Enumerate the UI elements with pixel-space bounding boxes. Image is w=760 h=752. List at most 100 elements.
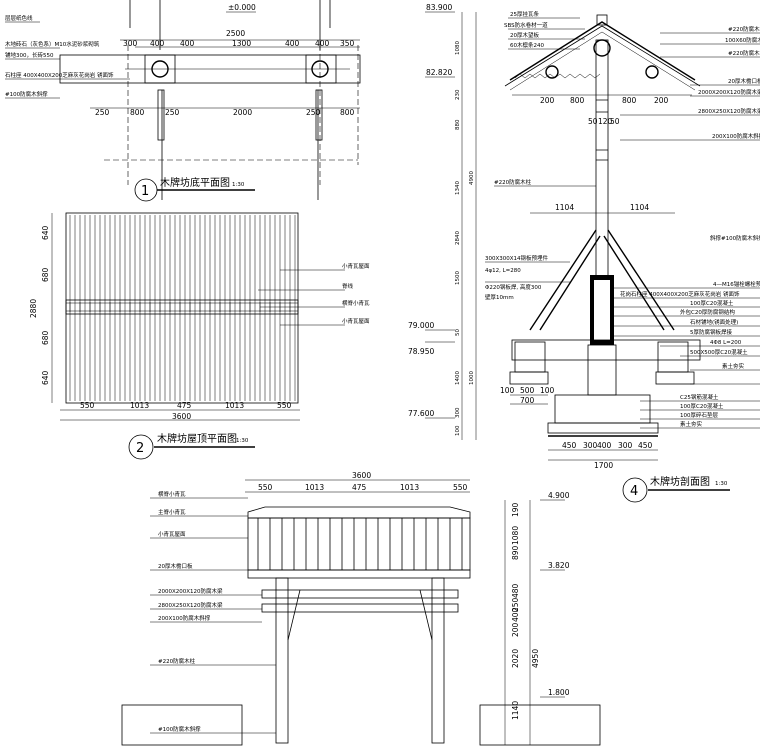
dim: 250: [306, 108, 321, 117]
dim: 1104: [630, 203, 649, 212]
elevation-label: 78.950: [408, 347, 434, 356]
label: 石材铺地(锈面处理): [690, 318, 738, 326]
label: 300X300X14钢板预埋件: [485, 254, 549, 262]
drawing-scale: 1:30: [232, 182, 245, 188]
elevation-label: 3.820: [548, 561, 570, 570]
drawing-scale: 1:30: [715, 481, 728, 487]
dim: 250: [165, 108, 180, 117]
drawing-number: 2: [136, 441, 144, 456]
dim: 400: [597, 441, 612, 450]
dim: 800: [340, 108, 355, 117]
dim: 200: [511, 622, 520, 637]
dim: 1013: [225, 401, 244, 410]
dim: 500: [520, 386, 535, 395]
note: 木地砖石（灰色系）M10水泥砂浆砌筑: [5, 40, 100, 48]
dim: 800: [570, 96, 585, 105]
dim: 475: [352, 483, 367, 492]
note: #100防腐木斜撑: [5, 90, 48, 98]
dim: 2020: [511, 649, 520, 668]
dim: 200: [540, 96, 555, 105]
dim: 50: [455, 329, 461, 336]
drawing-title: 木牌坊屋顶平面图: [157, 432, 237, 445]
label: 100厚C20混凝土: [690, 299, 734, 307]
drawing-number: 1: [141, 184, 149, 199]
elevation-label: 4.900: [548, 491, 570, 500]
dim: 450: [562, 441, 577, 450]
label: 100X60防腐木椽: [725, 36, 760, 44]
leader-label: 小青瓦屋面: [342, 317, 370, 325]
label: 4Φ8 L=200: [710, 340, 742, 346]
label: 外包C20厚防腐钢结构: [680, 308, 735, 316]
elevation-label: ±0.000: [228, 3, 256, 12]
dim: 680: [41, 267, 50, 282]
label: 2800X250X120防腐木梁: [158, 601, 223, 609]
dim: 800: [622, 96, 637, 105]
dim: 2000: [233, 108, 252, 117]
dim: 4900: [469, 171, 475, 185]
label: 20厚木檐口板: [728, 77, 760, 85]
dim: 1340: [455, 181, 461, 195]
dim: 250: [511, 597, 520, 612]
dim: 890: [511, 545, 520, 560]
dim: 300: [455, 407, 461, 418]
label: 主脊小青瓦: [158, 508, 186, 516]
elevation-label: 1.800: [548, 688, 570, 697]
drawing-1-plan: 2500 300 400 400 1300 400 400 350 250 80…: [5, 0, 361, 202]
label: #220防腐木柱: [158, 657, 196, 665]
dim: 50: [610, 117, 620, 126]
label: 2800X250X120防腐木梁: [698, 107, 760, 115]
dim: 550: [80, 401, 95, 410]
drawing-4-section: 83.900 82.820 79.000 78.950 77.600 1080 …: [408, 3, 760, 503]
dim: 1013: [305, 483, 324, 492]
dim: 550: [277, 401, 292, 410]
dim: 1000: [469, 371, 475, 385]
label: 5厚防腐钢板焊接: [690, 328, 732, 336]
dim: 400: [150, 39, 165, 48]
label: #220防腐木檩条: [728, 25, 760, 33]
dim: 550: [453, 483, 468, 492]
dim: 680: [41, 330, 50, 345]
dim: 1013: [400, 483, 419, 492]
label: 25厚挂瓦条: [510, 10, 539, 18]
label: 素土夯实: [680, 420, 703, 428]
dim: 1300: [232, 39, 251, 48]
label: 500X500厚C20混凝土: [690, 348, 748, 356]
dim: 400: [285, 39, 300, 48]
label: #220防腐木柱: [494, 178, 532, 186]
dim: 1140: [511, 701, 520, 720]
dim: 1104: [555, 203, 574, 212]
label: Φ220钢板焊, 高度300: [485, 283, 542, 291]
label: 斜撑#100防腐木斜撑: [710, 234, 760, 242]
label: SBS防水卷材一道: [504, 21, 548, 29]
dim: 800: [130, 108, 145, 117]
dim: 300: [123, 39, 138, 48]
dim: 450: [638, 441, 653, 450]
elevation-label: 82.820: [426, 68, 452, 77]
dim: 1500: [455, 271, 461, 285]
dim: 2840: [455, 231, 461, 245]
note: 层层纸色线: [5, 14, 33, 22]
label: 20厚木望板: [510, 31, 539, 39]
drawing-3-elevation: 3600 550 1013 475 1013 550 横脊小青瓦 主脊小青瓦 小…: [121, 471, 601, 746]
dim: 350: [340, 39, 355, 48]
label: 60木檩条240: [510, 41, 544, 49]
overall-dim: 2500: [226, 29, 245, 38]
dim: 1080: [455, 41, 461, 55]
label: #220防腐木檩条: [728, 49, 760, 57]
label: 横脊小青瓦: [158, 490, 186, 498]
dim: 1400: [455, 371, 461, 385]
overall-dim: 3600: [172, 412, 191, 421]
dim: 400: [180, 39, 195, 48]
dim: 1013: [130, 401, 149, 410]
elevation-label: 77.600: [408, 409, 434, 418]
note: 铺地300，长砖550: [5, 51, 54, 59]
dim: 480: [511, 583, 520, 598]
dim: 100: [455, 425, 461, 436]
dim: 400: [511, 607, 520, 622]
dim: 230: [455, 89, 461, 100]
drawing-number: 4: [630, 484, 638, 499]
dim: 550: [258, 483, 273, 492]
drawing-2-roof-plan: 小青瓦屋面 脊线 横脊小青瓦 小青瓦屋面 640 680 2880 680 64…: [29, 212, 370, 460]
dim: 475: [177, 401, 192, 410]
